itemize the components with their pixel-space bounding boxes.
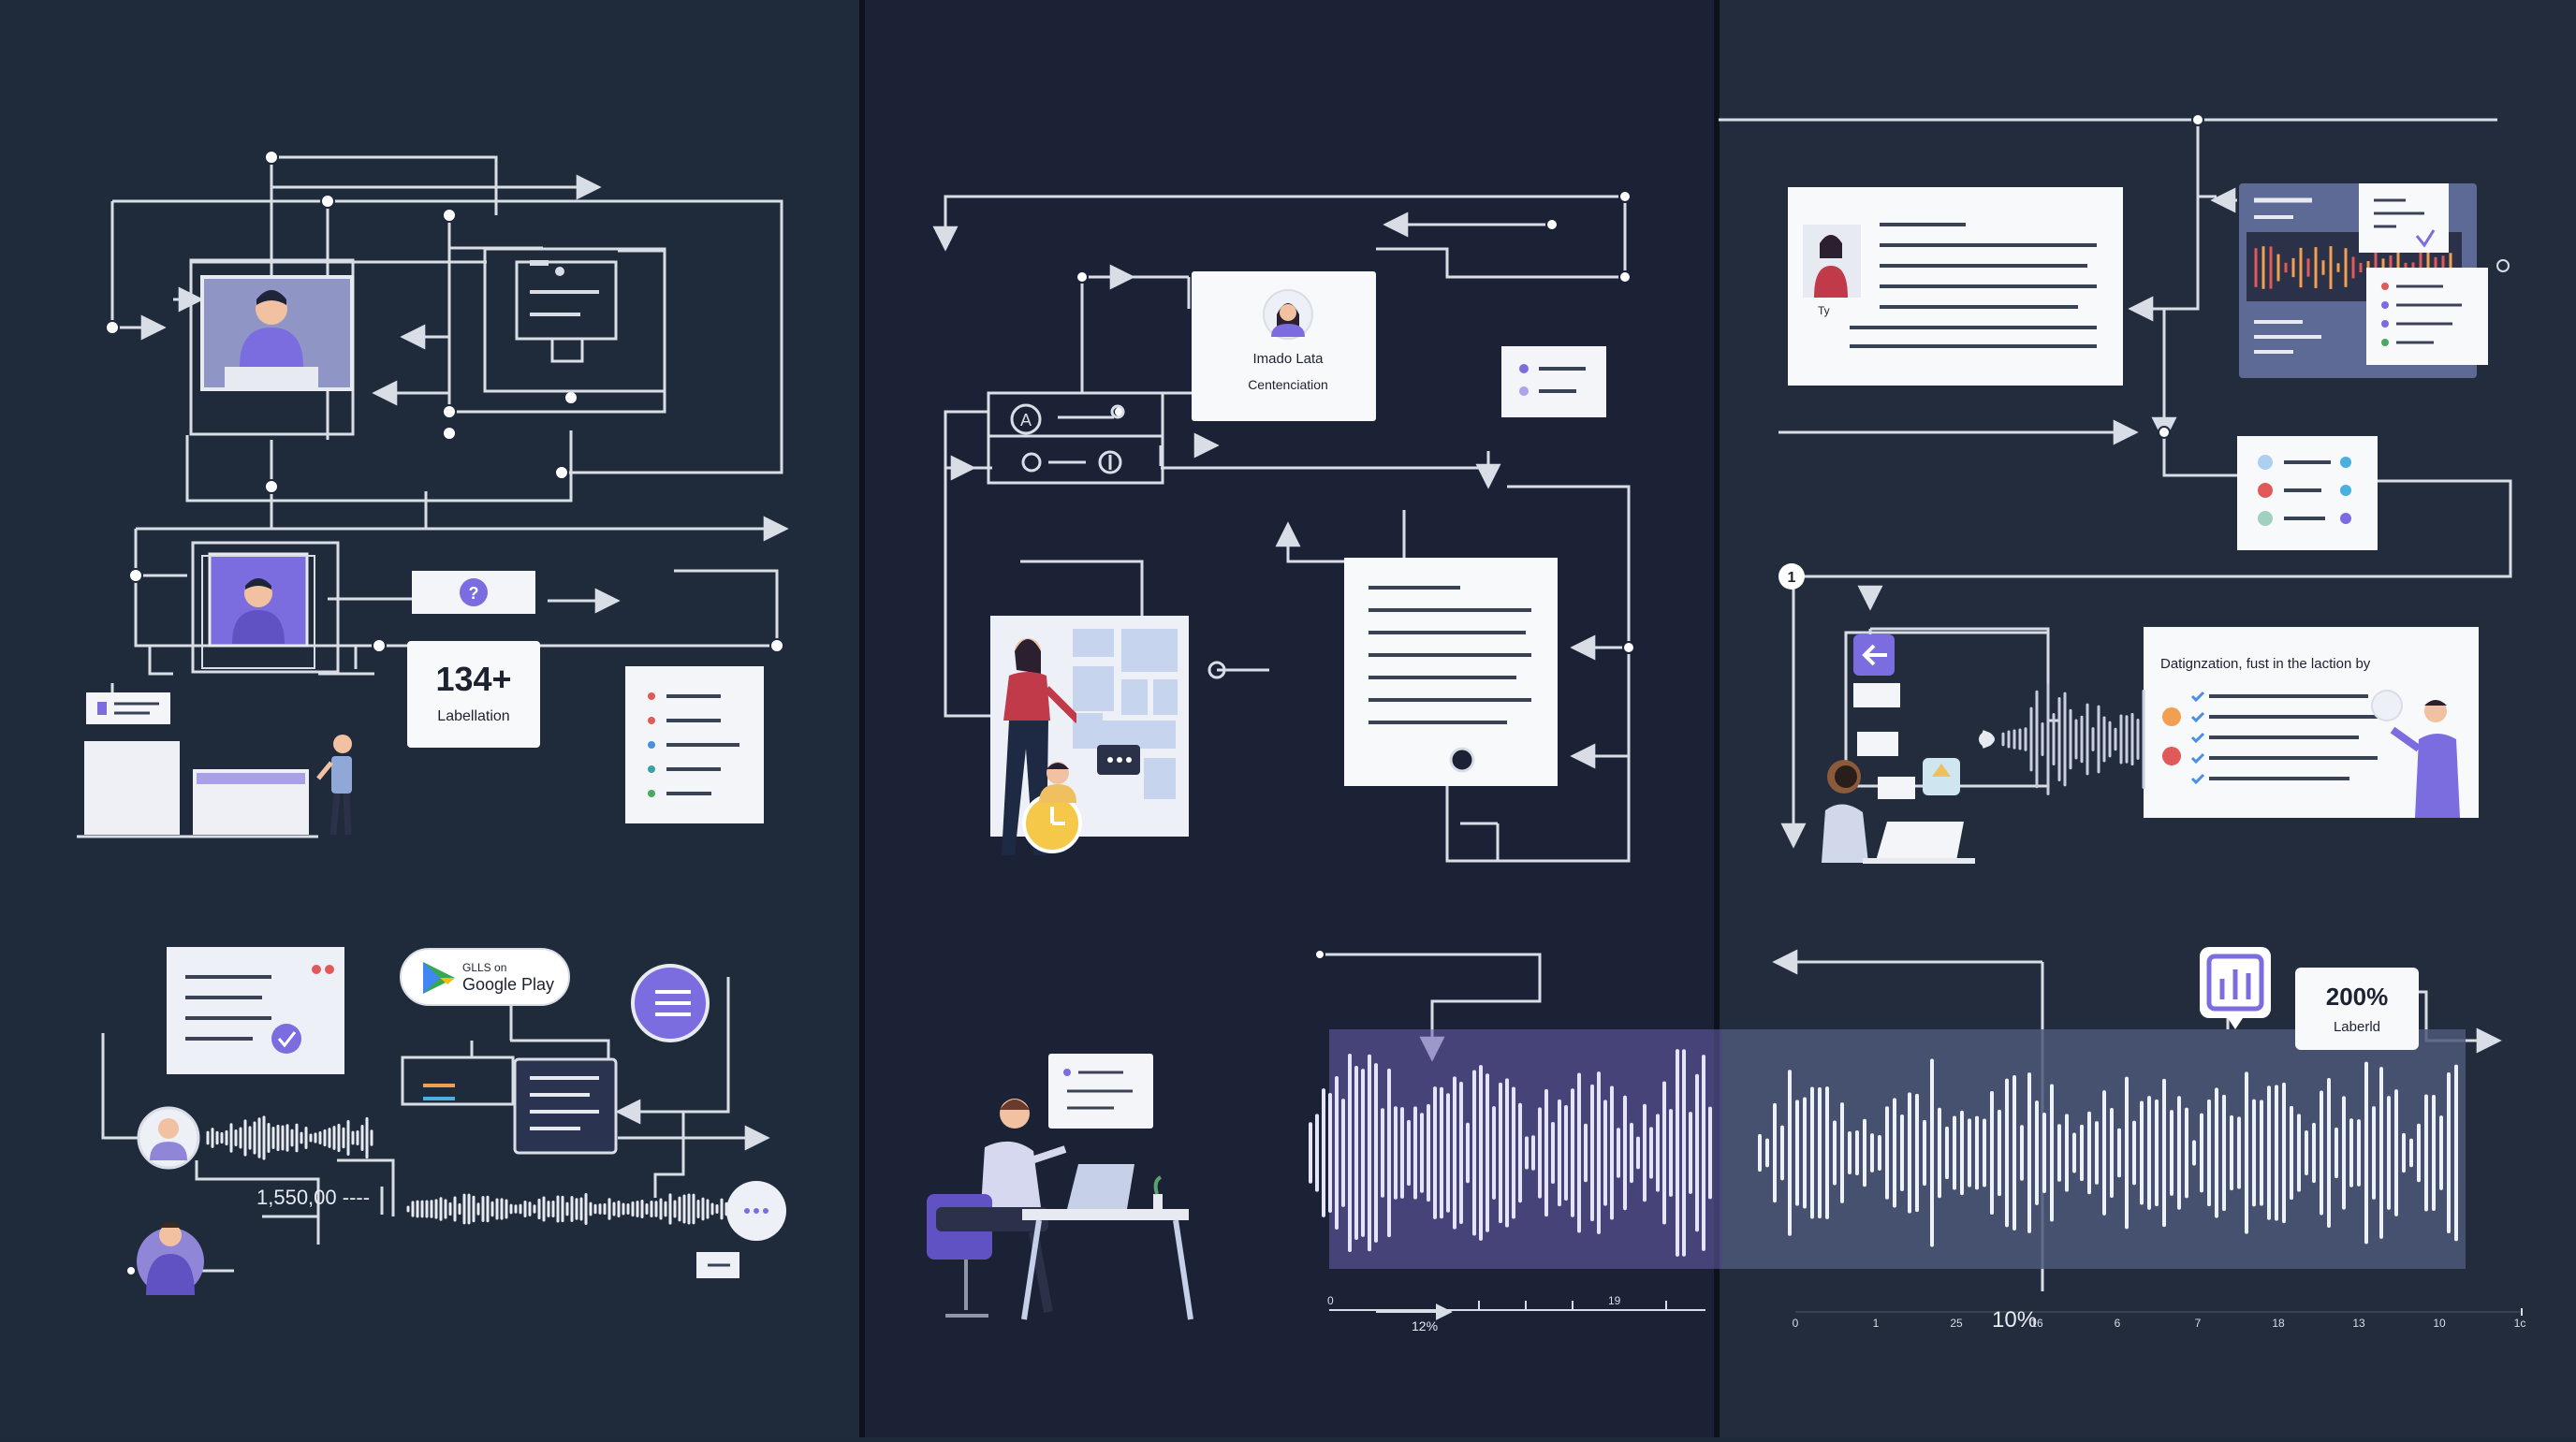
status-card <box>423 1057 618 1155</box>
plus-icon <box>1098 450 1122 474</box>
right-junction-dots <box>2158 113 2204 439</box>
step-badge-number: 1 <box>1788 570 1796 586</box>
right-axis-tick: 1 <box>1873 1317 1880 1330</box>
device-panel-top <box>483 247 666 393</box>
right-axis-tick: 0 <box>1793 1317 1799 1330</box>
list-icon <box>655 990 691 1016</box>
profile-line2: Centenciation <box>1248 377 1328 392</box>
question-icon: ? <box>469 584 479 603</box>
document-card-right: Ty <box>1788 187 2123 386</box>
chart-bubble-icon[interactable] <box>2200 947 2271 1029</box>
panel-divider-right <box>1714 0 1720 1437</box>
video-frame-top <box>189 258 355 436</box>
checkmark-icon <box>271 1024 301 1054</box>
chat-bubble-button[interactable] <box>726 1181 786 1241</box>
control-panel-device[interactable]: A <box>987 391 1164 485</box>
right-axis-tick: 10 <box>2433 1317 2446 1330</box>
profile-line1: Imado Lata <box>1252 351 1324 367</box>
list-circle-button[interactable] <box>631 964 710 1042</box>
annotation-title: Datignzation, fust in the laction by <box>2160 656 2371 672</box>
annotation-card: Datignzation, fust in the laction by <box>2144 627 2479 818</box>
board-illustration <box>990 616 1189 855</box>
small-note-card <box>696 1252 739 1278</box>
stat-card-right: 200% Laberld <box>2295 968 2419 1050</box>
counter-text: 1,550,00 ---- <box>256 1186 370 1209</box>
left-waveforms <box>206 1115 728 1225</box>
store-badge[interactable]: GLLS on Google Play <box>400 948 570 1006</box>
stat-right-label: Laberld <box>2334 1019 2380 1035</box>
left-bottom-connectors <box>101 977 770 1273</box>
letter-a-icon <box>1010 403 1042 435</box>
left-junction-dots <box>105 150 784 653</box>
web-card <box>167 947 344 1074</box>
panel-divider-left <box>859 0 865 1437</box>
right-axis-tick: 16 <box>2030 1317 2043 1330</box>
right-axis-tick: 13 <box>2352 1317 2365 1330</box>
store-badge-big: Google Play <box>462 975 554 994</box>
right-waveform <box>1722 683 2466 1269</box>
document-caption: Ty <box>1818 304 1830 317</box>
right-axis-tick: 25 <box>1950 1317 1963 1330</box>
right-timeline-highlight: 10% <box>1992 1307 2037 1333</box>
list-card-left <box>625 666 764 823</box>
chat-bubble-icon <box>744 1208 750 1214</box>
step-badge: 1 <box>1778 563 1805 590</box>
stat-value: 134+ <box>435 660 511 698</box>
status-list-card <box>2237 436 2378 550</box>
right-axis-tick: 1c <box>2514 1317 2526 1330</box>
profile-card: Imado Lata Centenciation <box>1192 271 1376 421</box>
store-badge-small: GLLS on <box>462 961 506 974</box>
back-arrow-icon[interactable] <box>1862 644 1887 666</box>
middle-timeline-axis: 0 19 12% <box>1327 1294 1705 1333</box>
right-axis-tick: 6 <box>2115 1317 2121 1330</box>
right-timeline-axis: 10% 0 1 25 16 6 7 18 13 10 1c <box>1793 1307 2526 1333</box>
middle-timeline-label: 12% <box>1412 1318 1438 1333</box>
middle-tick-0: 0 <box>1327 1294 1334 1307</box>
dashboard-grid-mockup <box>77 741 318 838</box>
stat-right-value: 200% <box>2326 983 2389 1011</box>
indicator-card <box>1501 346 1606 417</box>
user-avatar-bottom <box>127 1222 204 1295</box>
right-connectors <box>1719 118 2512 1291</box>
tag-card <box>86 692 170 724</box>
presenter-figure-left <box>316 735 352 836</box>
stat-label: Labellation <box>437 708 509 724</box>
right-axis-tick: 7 <box>2195 1317 2202 1330</box>
question-badge-card[interactable]: ? <box>412 571 535 614</box>
right-axis-tick: 18 <box>2272 1317 2285 1330</box>
video-frame-middle <box>191 541 340 674</box>
stat-card-left: 134+ Labellation <box>407 641 540 748</box>
document-card-middle <box>1344 558 1558 786</box>
desk-illustration <box>927 1054 1193 1320</box>
middle-tick-19: 19 <box>1608 1294 1621 1307</box>
analytics-panel <box>2239 183 2488 378</box>
user-avatar-top <box>137 1106 200 1170</box>
svg-text:A: A <box>1020 411 1032 430</box>
middle-waveform <box>1309 1029 1722 1269</box>
workspace-illustration <box>1822 631 2050 864</box>
